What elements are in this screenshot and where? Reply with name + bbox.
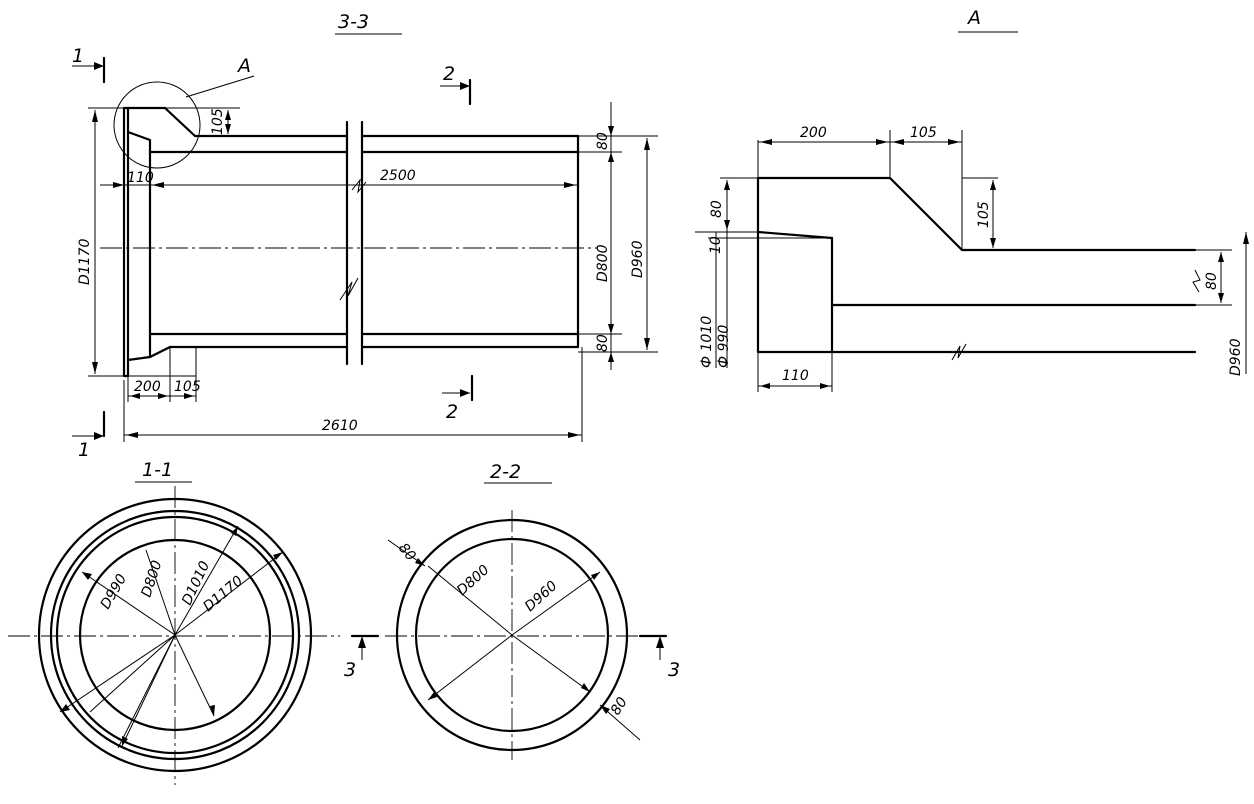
svg-text:200: 200	[800, 125, 827, 141]
svg-text:Ф 1010: Ф 1010	[699, 316, 715, 368]
svg-text:2500: 2500	[380, 168, 416, 184]
svg-text:2: 2	[446, 401, 458, 423]
svg-text:10: 10	[708, 236, 724, 254]
svg-text:80: 80	[595, 334, 611, 352]
svg-text:105: 105	[174, 379, 201, 395]
svg-text:D960: D960	[522, 578, 561, 615]
detail-dim-left: 80 10 Ф 1010 Ф 990	[695, 177, 832, 368]
svg-text:105: 105	[910, 125, 937, 141]
cut-mark-3-right: 3	[638, 634, 680, 681]
svg-text:1: 1	[78, 439, 90, 461]
section-1-1: 1-1 D990 D800 D1010 D1170	[8, 459, 340, 785]
section-2-radial-dims	[387, 539, 641, 741]
detail-dim-200-105: 200 105	[757, 125, 963, 250]
detail-dim-105-vertical: 105	[962, 177, 998, 251]
detail-callout-a: А	[113, 55, 255, 169]
cut-mark-1-bottom: 1	[72, 410, 106, 461]
view-3-3: 3-3	[72, 11, 658, 461]
svg-text:200: 200	[134, 379, 161, 395]
cut-mark-2-bottom: 2	[442, 374, 474, 423]
svg-text:3: 3	[668, 659, 680, 681]
svg-text:D1170: D1170	[77, 238, 93, 285]
svg-text:80: 80	[709, 200, 725, 218]
svg-text:D800: D800	[139, 559, 166, 600]
dim-right-group: 80 80 D800 D960	[578, 102, 658, 370]
dim-105-top: 105	[165, 107, 240, 137]
detail-dim-right: 80 D960	[1192, 232, 1249, 376]
svg-text:80: 80	[1204, 272, 1220, 290]
detail-dim-110: 110	[757, 352, 833, 392]
detail-outline	[756, 176, 1197, 361]
section-2-2: 2-2 80 D800 D960 80 3	[344, 461, 680, 760]
callout-label-a: А	[236, 55, 251, 77]
svg-text:105: 105	[210, 108, 226, 135]
view-title-3-3: 3-3	[338, 11, 369, 33]
svg-text:D960: D960	[630, 240, 646, 278]
svg-text:2: 2	[443, 63, 455, 85]
svg-text:D990: D990	[98, 571, 131, 612]
svg-text:110: 110	[127, 170, 154, 186]
dim-110-2500: 110 2500	[100, 168, 578, 188]
dim-200-105-bottom: 200 105	[127, 347, 201, 402]
svg-text:110: 110	[782, 368, 809, 384]
svg-text:80: 80	[595, 132, 611, 150]
cut-mark-3-left: 3	[344, 634, 380, 681]
section-title-2-2: 2-2	[490, 461, 521, 483]
dim-2610: 2610	[123, 347, 583, 442]
svg-text:Ф 990: Ф 990	[716, 325, 732, 368]
pipe-outline	[122, 106, 580, 402]
svg-text:80: 80	[395, 540, 419, 564]
svg-text:D800: D800	[454, 562, 493, 599]
dim-d1170: D1170	[77, 107, 124, 377]
svg-text:D960: D960	[1228, 338, 1244, 376]
svg-text:2610: 2610	[322, 418, 358, 434]
svg-text:3: 3	[344, 659, 356, 681]
svg-text:1: 1	[72, 45, 84, 67]
cut-mark-2-top: 2	[440, 63, 472, 106]
cut-mark-1-top: 1	[72, 45, 106, 84]
section-1-radial-dims	[59, 525, 284, 749]
detail-view-a: А 200 105	[695, 7, 1249, 392]
detail-title-a: А	[966, 7, 981, 29]
svg-text:D800: D800	[595, 244, 611, 282]
svg-text:105: 105	[976, 201, 992, 228]
section-title-1-1: 1-1	[142, 459, 173, 481]
